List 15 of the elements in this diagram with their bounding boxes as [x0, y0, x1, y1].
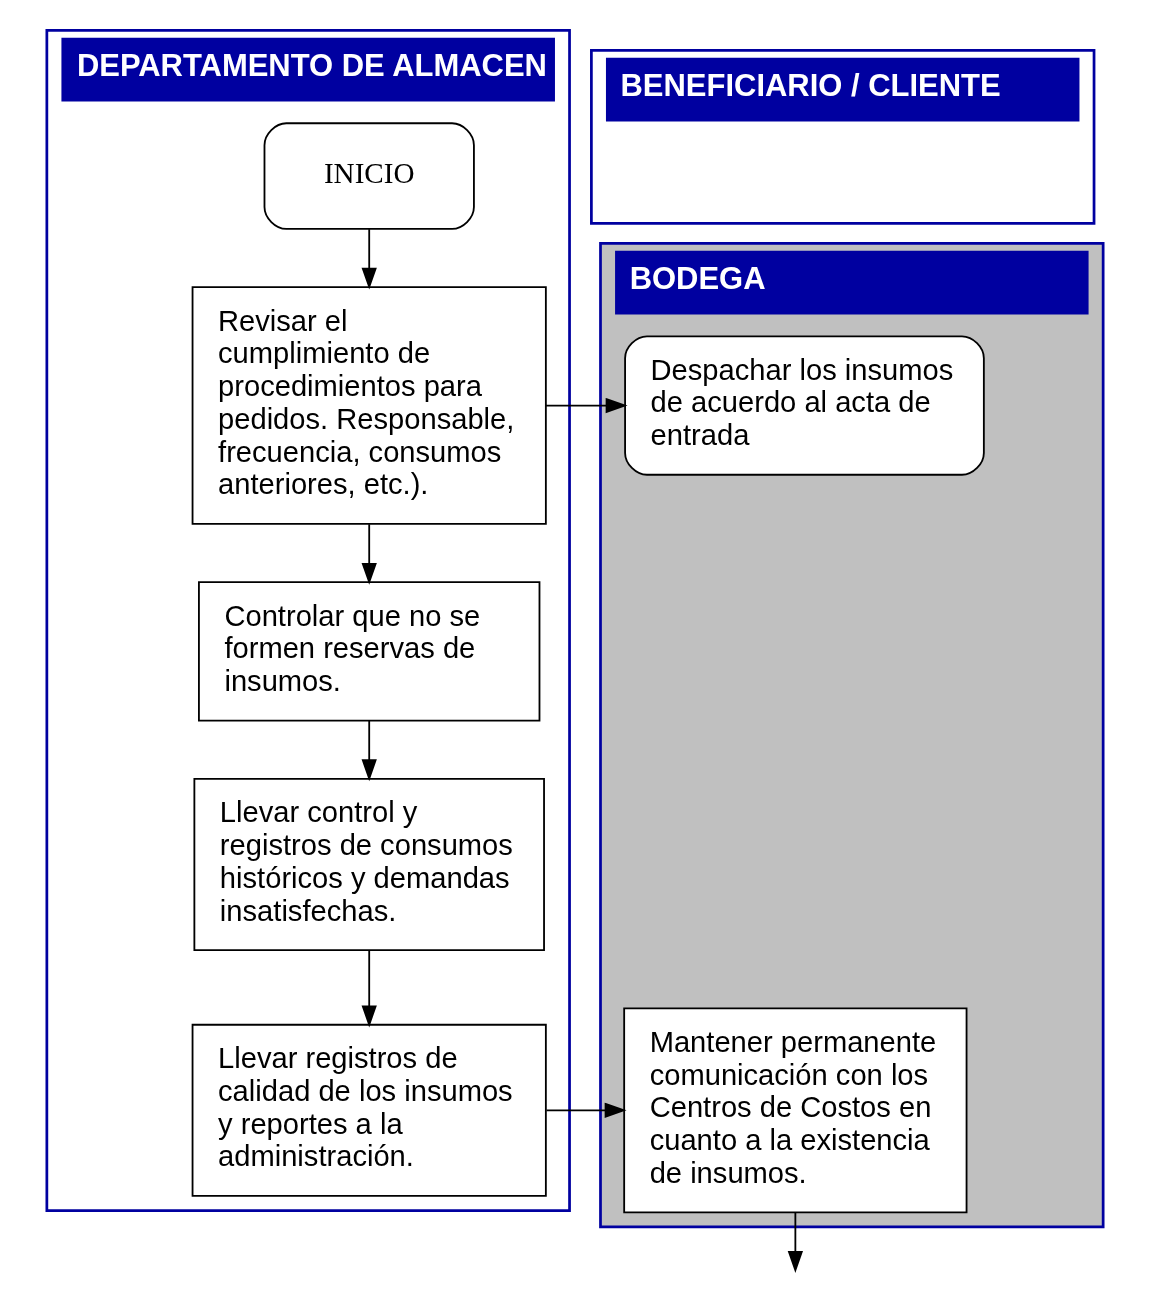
arrow — [361, 719, 377, 782]
node-box: INICIO — [263, 122, 475, 230]
node-box: Llevar control y registros de consumos históricos y demandas insatisfechas. — [192, 778, 545, 951]
arrow — [787, 1211, 803, 1273]
arrow — [545, 1102, 627, 1118]
arrow — [361, 949, 377, 1028]
arrow — [544, 397, 628, 414]
arrow — [361, 523, 377, 585]
node-box: Revisar el cumplimiento de procedimientos para pedidos. Responsable, frecuencia, consumos anteriores, etc.). — [191, 286, 547, 525]
arrow — [361, 228, 377, 290]
node-box: Controlar que no se formen reservas de insumos. — [197, 581, 540, 722]
node-box: BENEFICIARIO / CLIENTE — [589, 49, 1095, 225]
node-box: Llevar registros de calidad de los insumos y reportes a la administración. — [191, 1023, 547, 1197]
node-box: Despachar los insumos de acuerdo al acta de entrada — [623, 335, 985, 476]
node-box: Mantener permanente comunicación con los Centros de Costos en cuanto a la existencia de insumos. — [622, 1007, 967, 1214]
